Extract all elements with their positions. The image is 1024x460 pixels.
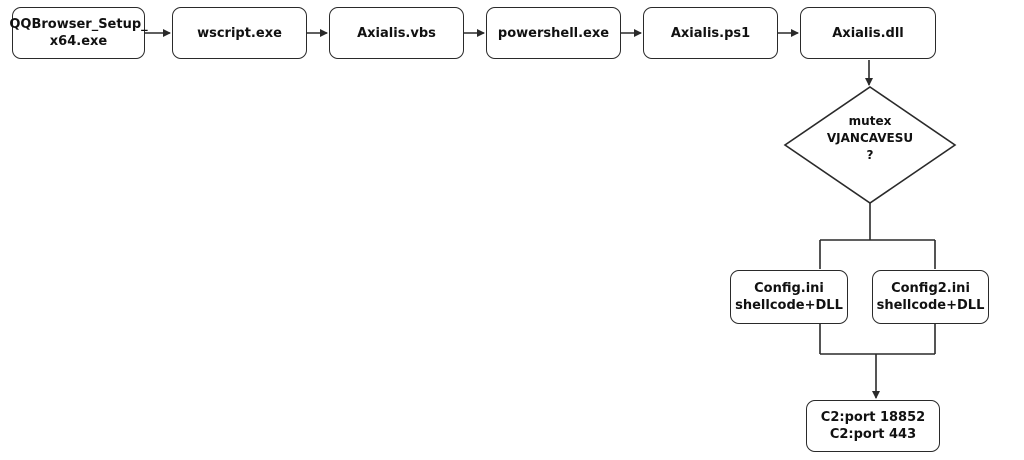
node-config-ini-line1: Config.ini — [754, 281, 824, 296]
node-config-ini: Config.ini shellcode+DLL — [730, 270, 848, 324]
node-axialis-vbs-label: Axialis.vbs — [357, 25, 436, 41]
node-axialis-dll-label: Axialis.dll — [832, 25, 904, 41]
node-axialis-vbs: Axialis.vbs — [329, 7, 464, 59]
node-config2-ini: Config2.ini shellcode+DLL — [872, 270, 989, 324]
node-c2-line1: C2:port 18852 — [820, 410, 926, 425]
node-qqbrowser-setup-line2: x64.exe — [49, 34, 108, 49]
mutex-decision-label: mutex VJANCAVESU ? — [800, 113, 940, 164]
node-config-ini-line2: shellcode+DLL — [735, 298, 843, 313]
node-qqbrowser-setup: QQBrowser_Setup_ x64.exe — [9, 7, 148, 59]
node-powershell: powershell.exe — [486, 7, 621, 59]
node-wscript-label: wscript.exe — [197, 25, 282, 41]
mutex-line1: mutex — [848, 114, 892, 128]
node-axialis-ps1-label: Axialis.ps1 — [670, 25, 751, 41]
mutex-line3: ? — [866, 148, 874, 162]
node-wscript: wscript.exe — [172, 7, 307, 59]
mutex-line2: VJANCAVESU — [826, 131, 914, 145]
node-axialis-dll: Axialis.dll — [800, 7, 936, 59]
node-axialis-ps1: Axialis.ps1 — [643, 7, 778, 59]
node-c2-ports: C2:port 18852 C2:port 443 — [806, 400, 940, 452]
node-config2-ini-line2: shellcode+DLL — [876, 298, 985, 313]
node-c2-line2: C2:port 443 — [829, 427, 917, 442]
node-qqbrowser-setup-line1: QQBrowser_Setup_ — [9, 17, 148, 32]
node-config2-ini-line1: Config2.ini — [891, 281, 970, 296]
node-powershell-label: powershell.exe — [497, 25, 610, 41]
